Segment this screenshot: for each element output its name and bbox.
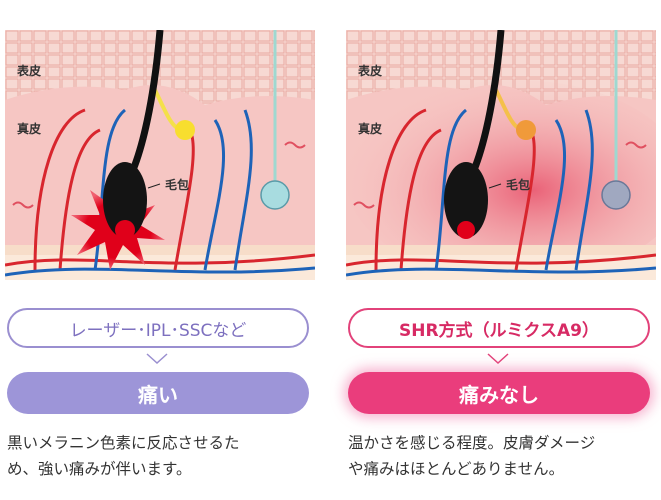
result-label-shr: 痛みなし [348, 372, 650, 414]
chevron-down-icon [146, 353, 168, 365]
skin-illustration-laser: 表皮 真皮 毛包 [5, 30, 315, 280]
label-epidermis: 表皮 [358, 64, 383, 78]
label-follicle: 毛包 [506, 178, 531, 192]
description-laser: 黒いメラニン色素に反応させるた め、強い痛みが伴います。 [7, 434, 240, 478]
method-label-laser: レーザー･IPL･SSCなど [7, 308, 309, 348]
method-label-shr: SHR方式（ルミクスA9） [348, 308, 650, 348]
result-label-laser: 痛い [7, 372, 309, 414]
label-follicle: 毛包 [165, 178, 190, 192]
panel-laser: 表皮 真皮 毛包 レーザー･IPL･SSCなど 痛い 黒いメラニン色素に反応させ… [5, 0, 315, 500]
chevron-down-icon [487, 353, 509, 365]
label-dermis: 真皮 [17, 122, 42, 136]
skin-illustration-shr: 表皮 真皮 毛包 [346, 30, 656, 280]
panel-shr: 表皮 真皮 毛包 SHR方式（ルミクスA9） 痛みなし 温かさを感じる程度。皮膚… [346, 0, 656, 500]
description-shr: 温かさを感じる程度。皮膚ダメージ や痛みはほとんどありません。 [348, 434, 596, 478]
label-dermis: 真皮 [358, 122, 383, 136]
label-epidermis: 表皮 [17, 64, 42, 78]
